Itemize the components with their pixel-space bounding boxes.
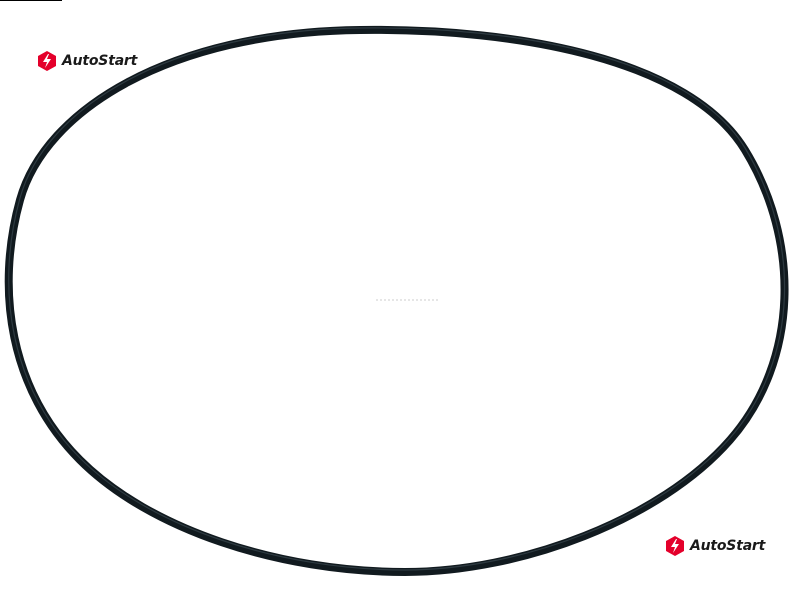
watermark-top-left: AutoStart <box>36 50 137 72</box>
ring-highlight <box>8 27 786 571</box>
watermark-bottom-right: AutoStart <box>664 535 765 557</box>
autostart-logo-icon <box>38 51 56 71</box>
autostart-logo-icon <box>666 536 684 556</box>
brand-text: AutoStart <box>62 53 138 69</box>
brand-text: AutoStart <box>690 538 766 554</box>
divider <box>0 0 62 1</box>
ring-outer <box>4 25 789 576</box>
